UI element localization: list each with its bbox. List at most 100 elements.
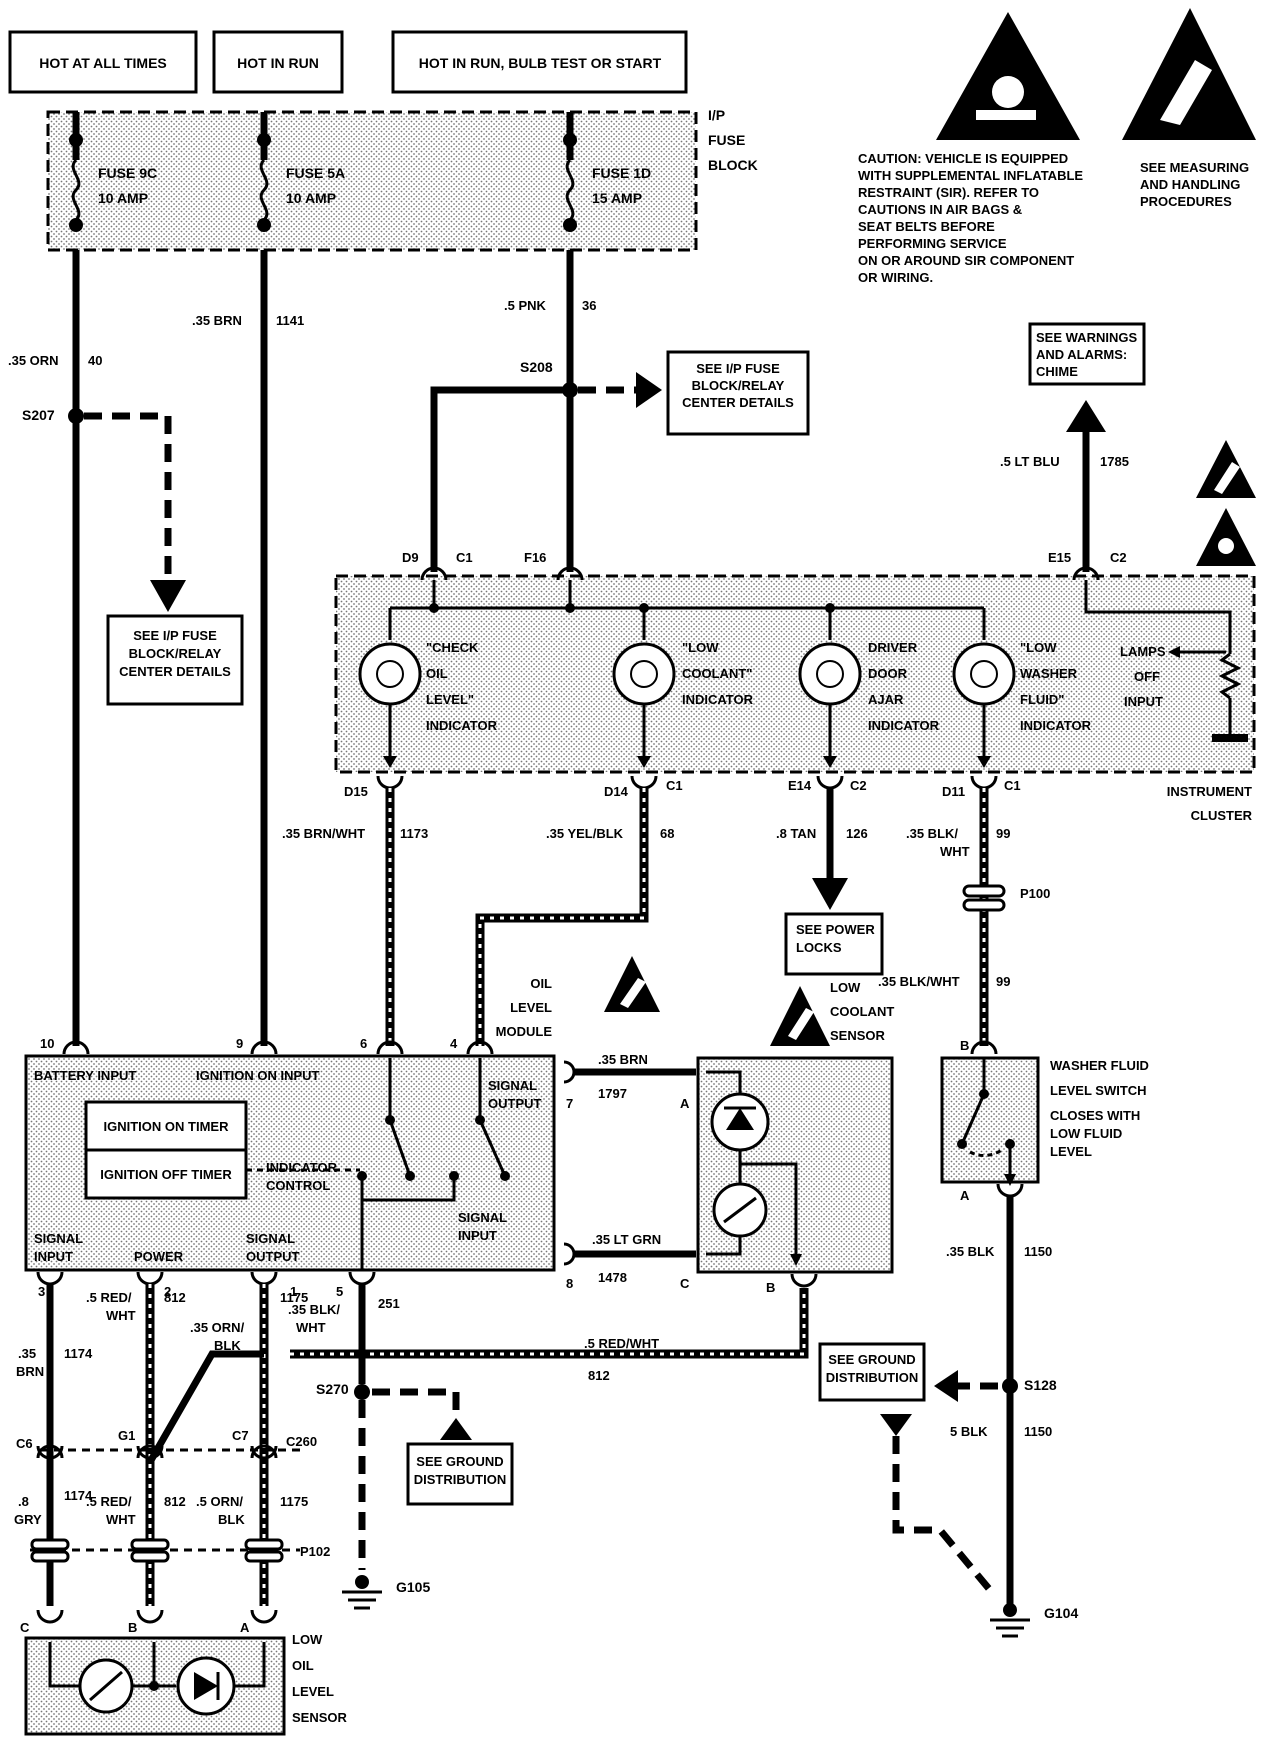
- svg-text:LEVEL: LEVEL: [1050, 1144, 1092, 1159]
- svg-text:LOW: LOW: [292, 1632, 323, 1647]
- splice-s128: S128: [880, 1370, 1057, 1593]
- svg-text:WASHER: WASHER: [1020, 666, 1078, 681]
- svg-text:PERFORMING SERVICE: PERFORMING SERVICE: [858, 236, 1007, 251]
- connector-p100: P100: [962, 884, 1050, 912]
- svg-text:IGNITION OFF TIMER: IGNITION OFF TIMER: [100, 1167, 232, 1182]
- svg-text:FUSE: FUSE: [708, 132, 745, 148]
- svg-text:INPUT: INPUT: [1124, 694, 1163, 709]
- wire-1174b-gauge2: GRY: [14, 1512, 42, 1527]
- svg-text:9: 9: [236, 1036, 243, 1051]
- wire-126-circuit: 126: [846, 826, 868, 841]
- splice-s270: S270: [316, 1381, 472, 1570]
- washer-fluid-switch: B A WASHER FLUID LEVEL SWITCH CLOSES WIT…: [940, 1038, 1149, 1203]
- svg-text:D15: D15: [344, 784, 368, 799]
- svg-text:DRIVER: DRIVER: [868, 640, 918, 655]
- svg-text:OIL: OIL: [530, 976, 552, 991]
- svg-text:LAMPS: LAMPS: [1120, 644, 1166, 659]
- wire-1175-gauge2: BLK: [214, 1338, 241, 1353]
- svg-text:LOCKS: LOCKS: [796, 940, 842, 955]
- svg-text:FLUID": FLUID": [1020, 692, 1064, 707]
- svg-text:AJAR: AJAR: [868, 692, 904, 707]
- wire-40-gauge: .35 ORN: [8, 353, 59, 368]
- wire-1797-circuit: 1797: [598, 1086, 627, 1101]
- ground-g105-icon: G105: [342, 1575, 430, 1610]
- svg-text:S207: S207: [22, 407, 55, 423]
- svg-text:C6: C6: [16, 1436, 33, 1451]
- wire-812-coolant-circuit: 812: [588, 1368, 610, 1383]
- svg-text:S270: S270: [316, 1381, 349, 1397]
- power-label-run: HOT IN RUN: [212, 30, 344, 94]
- fuse-1d: FUSE 1D 15 AMP: [563, 112, 651, 232]
- svg-text:A: A: [680, 1096, 690, 1111]
- svg-text:CAUTIONS IN AIR BAGS &: CAUTIONS IN AIR BAGS &: [858, 202, 1022, 217]
- wire-1478-gauge: .35 LT GRN: [592, 1232, 661, 1247]
- svg-text:F16: F16: [524, 550, 546, 565]
- svg-text:OUTPUT: OUTPUT: [246, 1249, 300, 1264]
- wire-68-gauge: .35 YEL/BLK: [546, 826, 624, 841]
- svg-text:E15: E15: [1048, 550, 1071, 565]
- door-ajar-indicator: DRIVER DOOR AJAR INDICATOR: [798, 608, 940, 768]
- svg-text:"LOW: "LOW: [1020, 640, 1057, 655]
- svg-text:2: 2: [164, 1284, 171, 1299]
- svg-text:C1: C1: [456, 550, 473, 565]
- wire-126-gauge: .8 TAN: [776, 826, 816, 841]
- svg-text:SEE WARNINGS: SEE WARNINGS: [1036, 330, 1137, 345]
- svg-text:P102: P102: [300, 1544, 330, 1559]
- svg-text:10 AMP: 10 AMP: [98, 190, 148, 206]
- svg-text:D14: D14: [604, 784, 629, 799]
- ref-ground-left: SEE GROUND DISTRIBUTION: [406, 1442, 514, 1506]
- svg-text:BLOCK/RELAY: BLOCK/RELAY: [129, 646, 222, 661]
- ref-fuse-details-right: SEE I/P FUSE BLOCK/RELAY CENTER DETAILS: [666, 350, 810, 436]
- wire-812-coolant-gauge: .5 RED/WHT: [584, 1336, 659, 1351]
- svg-text:OIL: OIL: [426, 666, 448, 681]
- wire-1174b-gauge: .8: [18, 1494, 29, 1509]
- svg-text:OUTPUT: OUTPUT: [488, 1096, 542, 1111]
- wire-36-gauge: .5 PNK: [504, 298, 547, 313]
- svg-text:SEE POWER: SEE POWER: [796, 922, 875, 937]
- wire-40-circuit: 40: [88, 353, 102, 368]
- wire-1141-gauge: .35 BRN: [192, 313, 242, 328]
- svg-text:IGNITION ON TIMER: IGNITION ON TIMER: [104, 1119, 230, 1134]
- svg-text:SIGNAL: SIGNAL: [34, 1231, 83, 1246]
- wire-1150b-gauge: 5 BLK: [950, 1424, 988, 1439]
- instrument-cluster: INSTRUMENT CLUSTER D9 C1 F16 E15 C2 LAMP…: [334, 550, 1256, 823]
- svg-text:D11: D11: [942, 784, 965, 799]
- esd-icon-small-1: [1196, 440, 1256, 498]
- esd-icon-small-2: [1196, 508, 1256, 566]
- svg-text:CENTER DETAILS: CENTER DETAILS: [119, 664, 231, 679]
- wire-812b-circuit: 812: [164, 1494, 186, 1509]
- ref-fuse-details-left: SEE I/P FUSE BLOCK/RELAY CENTER DETAILS: [106, 614, 244, 706]
- splice-s207: S207: [22, 407, 186, 612]
- svg-text:SEE GROUND: SEE GROUND: [828, 1352, 915, 1367]
- wire-251-gauge2: WHT: [296, 1320, 326, 1335]
- arrow-down-icon: [812, 878, 848, 910]
- svg-text:SEE MEASURING: SEE MEASURING: [1140, 160, 1249, 175]
- connector-p102: P102: [30, 1538, 330, 1563]
- svg-text:C2: C2: [850, 778, 867, 793]
- svg-text:I/P: I/P: [708, 107, 725, 123]
- fuse-9c: FUSE 9C 10 AMP: [69, 112, 157, 232]
- check-oil-indicator: "CHECK OIL LEVEL" INDICATOR: [358, 608, 498, 768]
- wire-251-gauge: .35 BLK/: [288, 1302, 340, 1317]
- svg-text:G105: G105: [396, 1579, 430, 1595]
- wire-1141-circuit: 1141: [276, 313, 304, 328]
- svg-text:BLOCK: BLOCK: [708, 157, 758, 173]
- svg-text:WASHER FLUID: WASHER FLUID: [1050, 1058, 1149, 1073]
- svg-text:INPUT: INPUT: [34, 1249, 73, 1264]
- wire-1174-gauge: .35: [18, 1346, 36, 1361]
- svg-text:POWER: POWER: [134, 1249, 184, 1264]
- wire-99-gauge2: WHT: [940, 844, 970, 859]
- wire-1175b-circuit: 1175: [280, 1494, 308, 1509]
- wire-1150b-circuit: 1150: [1024, 1424, 1052, 1439]
- svg-text:G104: G104: [1044, 1605, 1078, 1621]
- svg-text:CLUSTER: CLUSTER: [1191, 808, 1253, 823]
- svg-text:C1: C1: [666, 778, 683, 793]
- svg-text:LOW FLUID: LOW FLUID: [1050, 1126, 1122, 1141]
- svg-text:B: B: [960, 1038, 969, 1053]
- fuse-block: I/P FUSE BLOCK: [46, 107, 758, 252]
- wire-812-circuit: 812: [164, 1290, 186, 1305]
- wire-812-gauge: .5 RED/: [86, 1290, 132, 1305]
- svg-text:SEAT BELTS BEFORE: SEAT BELTS BEFORE: [858, 219, 995, 234]
- ref-power-locks: SEE POWER LOCKS: [784, 912, 884, 976]
- power-label-run-start: HOT IN RUN, BULB TEST OR START: [391, 30, 688, 94]
